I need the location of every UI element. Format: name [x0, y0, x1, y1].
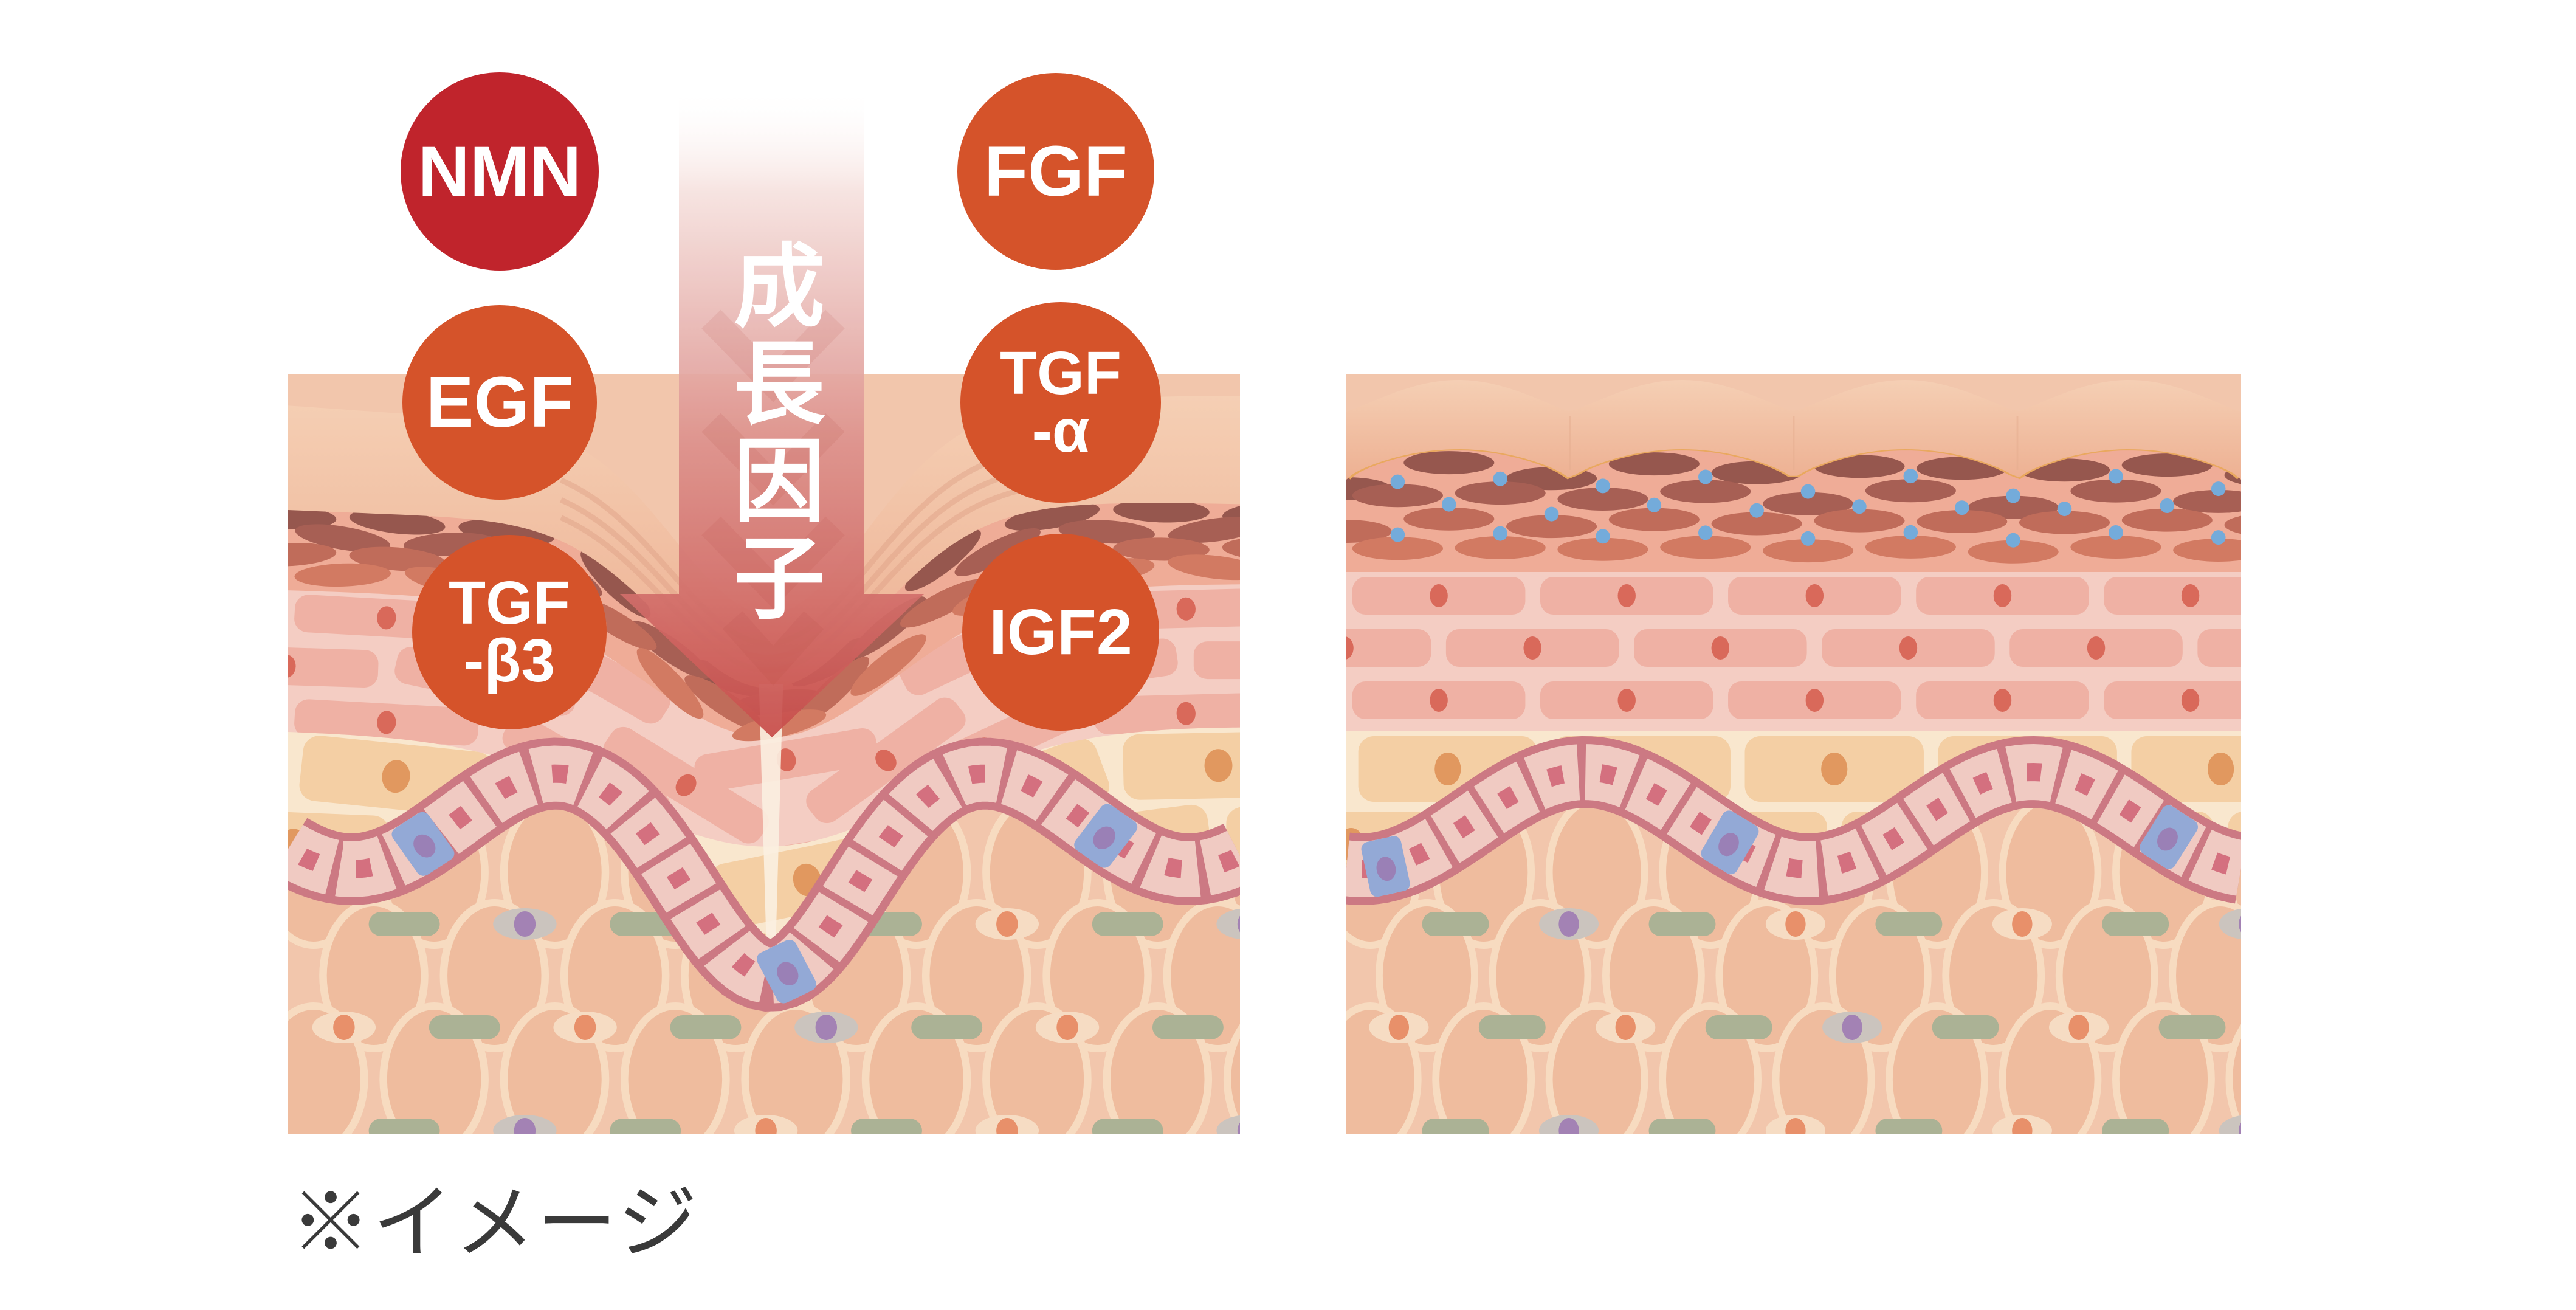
- pink-brick-layer: [1346, 577, 2241, 719]
- basal-cell-band: [1346, 736, 2241, 906]
- basal-blue-cell: [1361, 836, 1410, 897]
- skin-layers: [1346, 374, 2241, 1134]
- smooth-skin-panel: [1346, 374, 2241, 1134]
- basal-cell-band: [288, 737, 1240, 1012]
- badge-tgf-a: TGF -α: [960, 302, 1161, 503]
- growth-factor-arrow-label: 成長因子: [720, 238, 823, 627]
- badge-egf: EGF: [402, 305, 597, 500]
- growth-factor-arrow: [620, 87, 924, 737]
- arrow-streak-texture: [701, 309, 845, 686]
- badge-igf2: IGF2: [962, 534, 1159, 731]
- basal-blue-cell: [1701, 810, 1759, 875]
- basal-blue-cell: [391, 812, 455, 876]
- basal-blue-cell: [2140, 805, 2198, 869]
- wrinkle-crease-highlight: [759, 684, 783, 954]
- basal-blue-cell: [756, 939, 816, 1004]
- badge-fgf: FGF: [957, 73, 1154, 270]
- badge-nmn: NMN: [401, 72, 599, 271]
- basal-blue-cell: [1074, 804, 1138, 868]
- badge-tgf-b3: TGF -β3: [412, 535, 607, 729]
- arrow-shape: [620, 87, 924, 737]
- image-disclaimer-caption: ※イメージ: [291, 1178, 700, 1267]
